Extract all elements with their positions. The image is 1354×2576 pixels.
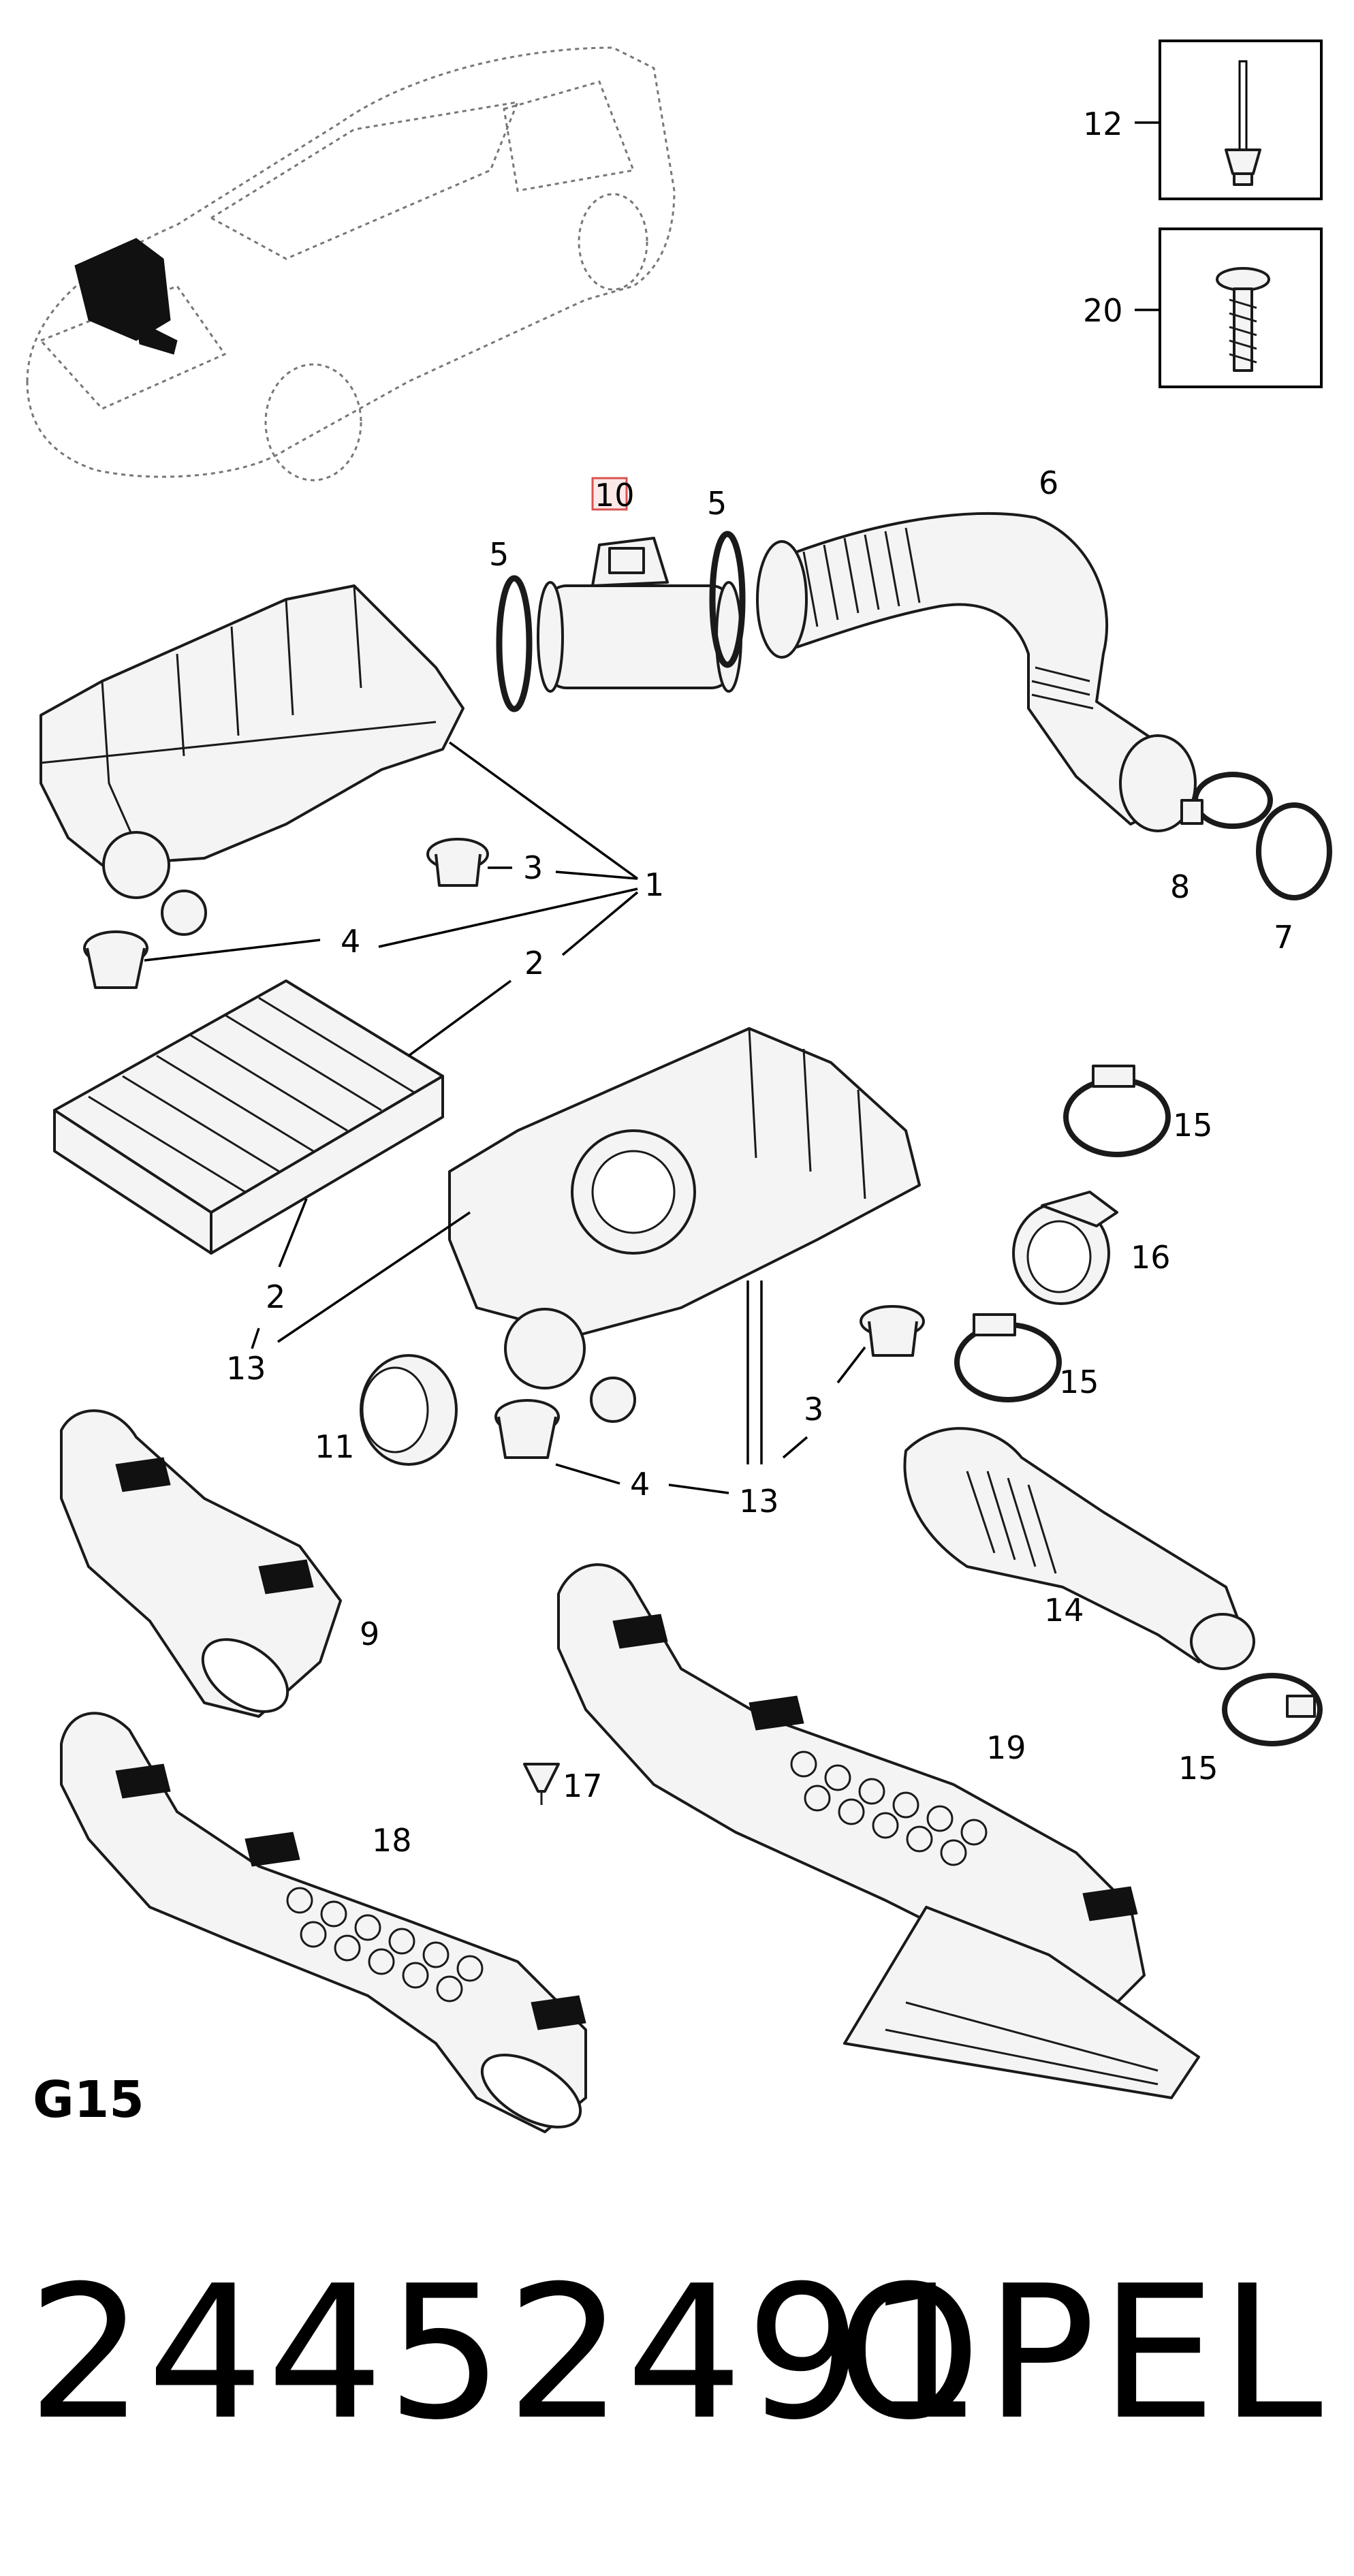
engine-highlight — [74, 238, 178, 355]
part-14-intake-hose — [903, 1427, 1255, 1670]
callout-2-top: 2 — [524, 945, 544, 981]
callout-11: 11 — [315, 1428, 355, 1465]
callout-2-bottom: 2 — [266, 1278, 285, 1315]
part-15-hose-clamp-bottom — [1222, 1673, 1323, 1746]
callout-17: 17 — [563, 1768, 603, 1804]
part-5-clamp-right — [709, 531, 746, 668]
part-12-rivet-box — [1135, 40, 1323, 200]
part-4-sleeve-bottom — [494, 1399, 560, 1459]
part-16-air-mass-sensor-alt — [1012, 1191, 1118, 1305]
callout-15-bottom: 15 — [1178, 1750, 1218, 1787]
callout-10: 10 — [595, 477, 635, 514]
callout-13-left: 13 — [226, 1350, 266, 1387]
callout-10-highlight-box — [591, 477, 628, 511]
brand-name: OPEL — [836, 2246, 1327, 2460]
callout-14: 14 — [1044, 1592, 1084, 1629]
callout-12: 12 — [1083, 106, 1123, 142]
part-number: 24452491 — [27, 2246, 986, 2460]
callout-13-right: 13 — [739, 1483, 779, 1520]
part-19-air-duct — [557, 1563, 1200, 2099]
part-4-sleeve-top — [83, 930, 148, 989]
callout-6: 6 — [1039, 465, 1058, 501]
part-2-air-filter — [53, 979, 444, 1255]
part-3-grommet-top — [426, 838, 489, 887]
callout-15-top: 15 — [1173, 1107, 1213, 1144]
part-1-air-cleaner-housing — [40, 584, 465, 936]
part-17-clip — [523, 1763, 560, 1805]
callout-3-bottom: 3 — [804, 1391, 823, 1428]
callout-4-top: 4 — [341, 923, 360, 960]
part-15-hose-clamp-top — [1063, 1065, 1171, 1157]
callout-7: 7 — [1274, 919, 1293, 956]
part-13-air-cleaner-housing-lower — [448, 1027, 921, 1423]
part-7-sealing-ring — [1256, 802, 1332, 900]
section-code: G15 — [33, 2071, 144, 2129]
callout-9: 9 — [360, 1616, 379, 1652]
part-6-intake-hose — [756, 512, 1197, 832]
part-3-grommet-bottom — [860, 1305, 925, 1357]
callout-18: 18 — [372, 1822, 412, 1859]
callout-3-top: 3 — [523, 849, 543, 886]
callout-20: 20 — [1083, 292, 1123, 329]
part-11-sealing-ring — [360, 1354, 458, 1466]
callout-1: 1 — [644, 866, 664, 903]
callout-5-left: 5 — [489, 536, 509, 573]
callout-16: 16 — [1131, 1239, 1171, 1276]
part-5-clamp-left — [496, 575, 533, 712]
part-9-air-duct — [60, 1409, 342, 1718]
part-18-air-duct — [60, 1712, 587, 2133]
part-15-hose-clamp-middle — [954, 1313, 1062, 1402]
callout-8: 8 — [1170, 868, 1190, 905]
part-20-screw-box — [1135, 227, 1323, 388]
callout-19: 19 — [986, 1729, 1026, 1766]
callout-5-right: 5 — [707, 485, 727, 522]
callout-15-middle: 15 — [1059, 1364, 1099, 1400]
part-8-hose-clamp — [1180, 772, 1273, 829]
car-overview-illustration — [26, 46, 676, 482]
callout-4-bottom: 4 — [630, 1466, 650, 1503]
